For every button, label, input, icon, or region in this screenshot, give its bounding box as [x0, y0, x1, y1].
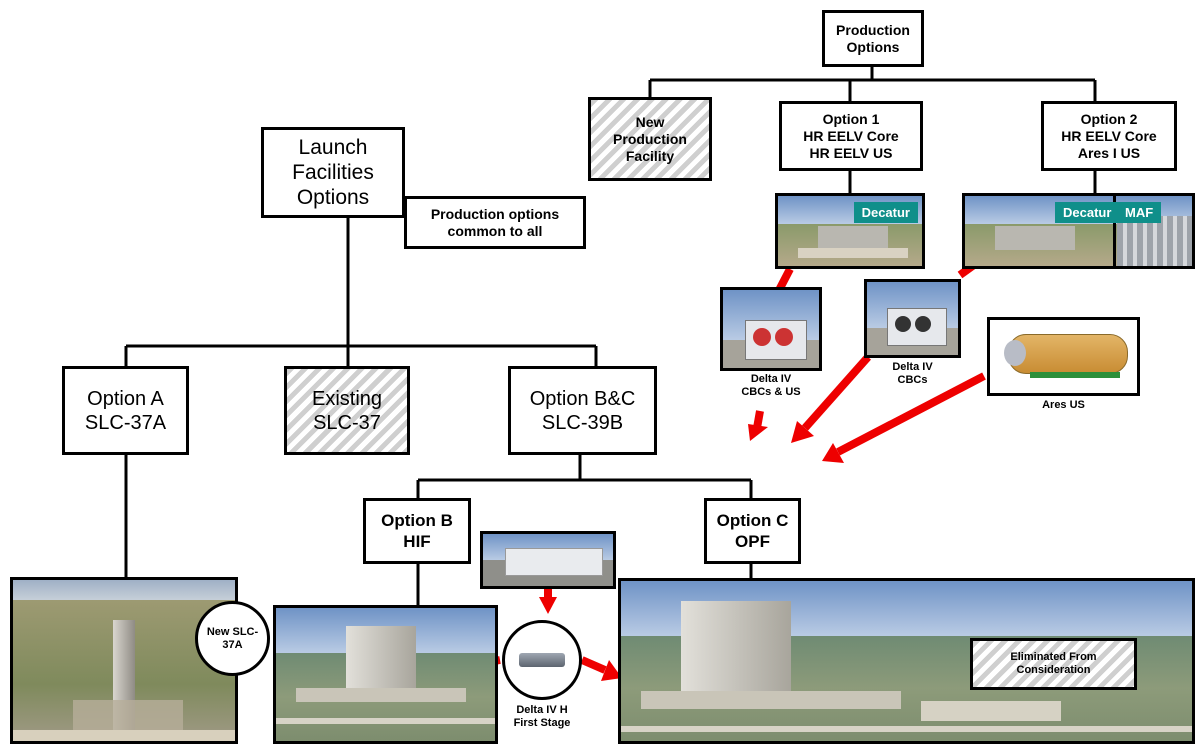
production-options-common-note: Production options common to all	[404, 196, 586, 249]
launch-facilities-options-box: Launch Facilities Options	[261, 127, 405, 218]
production-option-2-label: Option 2 HR EELV Core Ares I US	[1061, 110, 1157, 161]
option-b-box: Option B HIF	[363, 498, 471, 564]
eliminated-legend: Eliminated From Consideration	[970, 638, 1137, 690]
decatur-tag: Decatur	[853, 202, 918, 223]
eliminated-legend-label: Eliminated From Consideration	[1010, 651, 1097, 676]
delta-cbcs-us-photo	[720, 287, 822, 371]
slc-37a-photo	[10, 577, 238, 744]
new-slc-37a-label: New SLC-37A	[206, 625, 259, 651]
new-production-facility-label: New Production Facility	[613, 113, 687, 164]
ares-us-photo	[987, 317, 1140, 396]
option-c-label: Option C OPF	[716, 511, 789, 551]
option-a-label: Option A SLC-37A	[84, 387, 167, 434]
decatur-maf-photo: Decatur MAF	[962, 193, 1195, 269]
new-production-facility-box: New Production Facility	[588, 97, 712, 181]
decatur-tag-2: Decatur	[1055, 202, 1120, 223]
ares-us-caption: Ares US	[1042, 399, 1085, 411]
delta-cbcs-caption: Delta IV CBCs	[892, 361, 933, 386]
new-slc-37a-circle: New SLC-37A	[195, 601, 270, 676]
delta-hangar-photo	[480, 531, 616, 589]
option-bc-label: Option B&C SLC-39B	[529, 387, 636, 434]
launch-facilities-options-label: Launch Facilities Options	[292, 136, 374, 209]
production-option-2-box: Option 2 HR EELV Core Ares I US	[1041, 101, 1177, 171]
delta-iv-h-first-stage-circle	[502, 620, 582, 700]
production-options-common-label: Production options common to all	[430, 205, 560, 239]
delta-cbcs-us-caption: Delta IV CBCs & US	[741, 373, 801, 398]
maf-tag: MAF	[1117, 202, 1162, 223]
production-option-1-label: Option 1 HR EELV Core HR EELV US	[803, 110, 899, 161]
option-b-label: Option B HIF	[381, 511, 453, 551]
production-option-1-box: Option 1 HR EELV Core HR EELV US	[779, 101, 923, 171]
delta-cbcs-photo	[864, 279, 961, 358]
existing-slc37-label: Existing SLC-37	[311, 387, 383, 434]
production-options-label: Production Options	[836, 21, 910, 55]
option-c-box: Option C OPF	[704, 498, 801, 564]
production-options-box: Production Options	[822, 10, 924, 67]
decatur-photo: Decatur	[775, 193, 925, 269]
delta-iv-h-first-stage-caption: Delta IV H First Stage	[513, 704, 571, 729]
existing-slc37-box: Existing SLC-37	[284, 366, 410, 455]
hif-vab-photo	[273, 605, 498, 744]
option-a-box: Option A SLC-37A	[62, 366, 189, 455]
option-bc-box: Option B&C SLC-39B	[508, 366, 657, 455]
